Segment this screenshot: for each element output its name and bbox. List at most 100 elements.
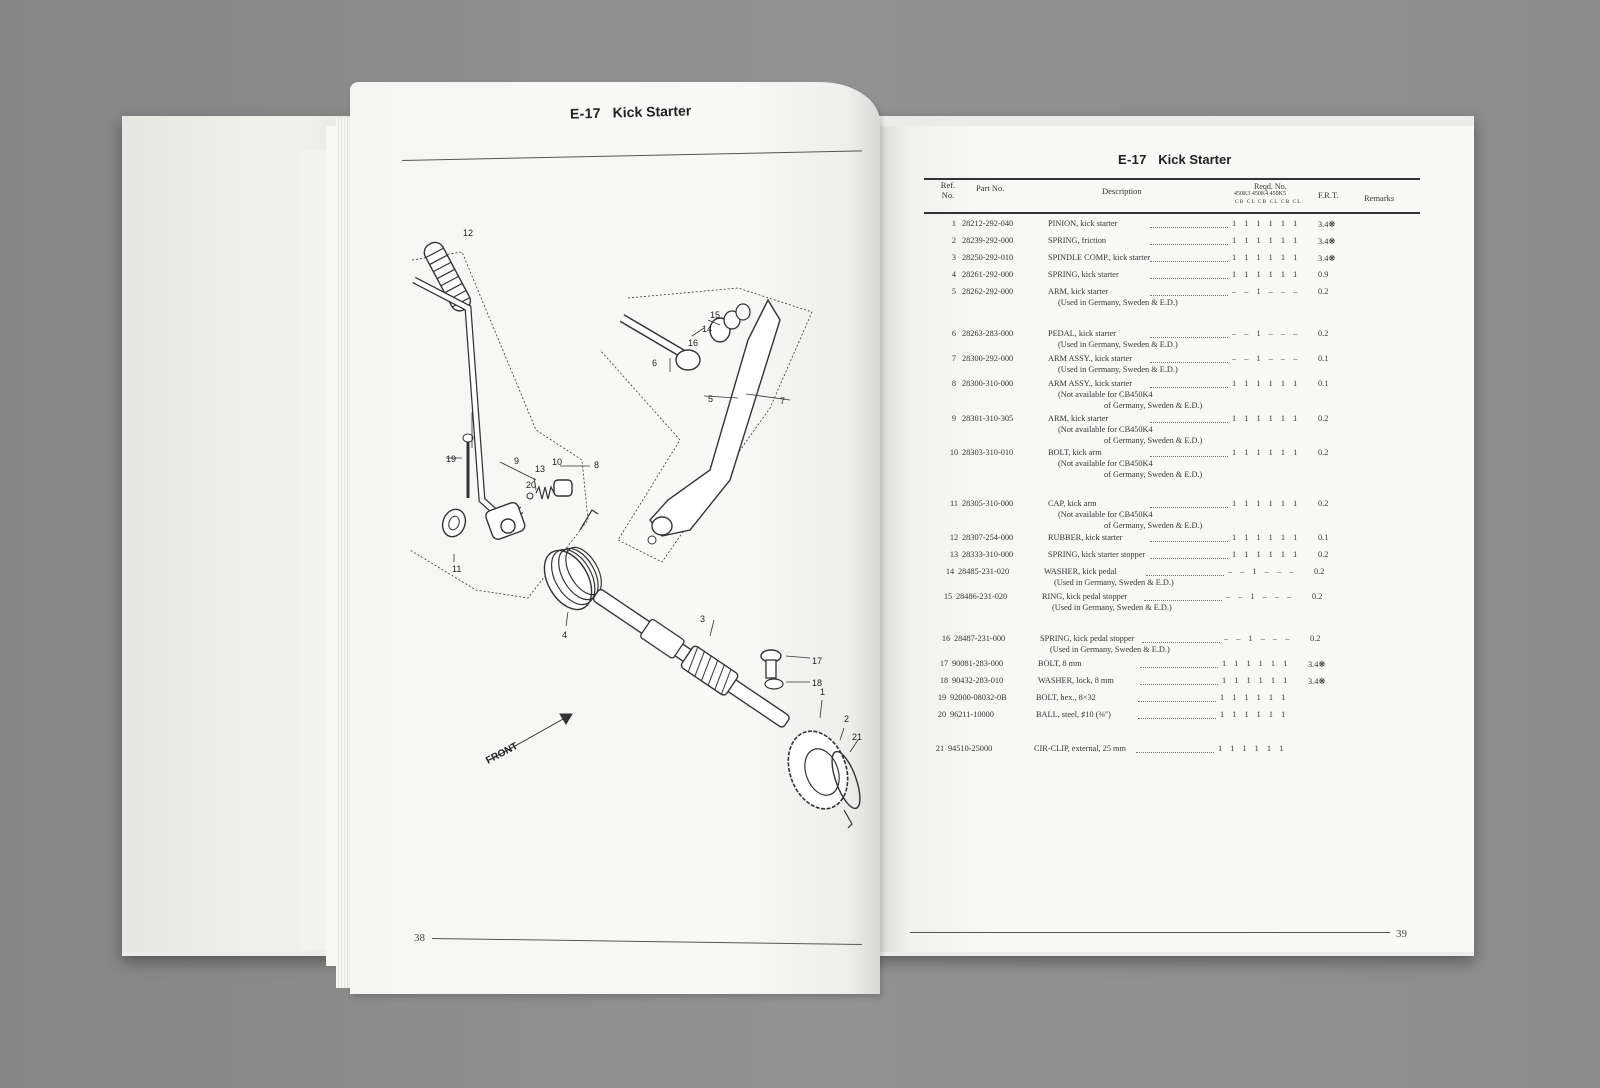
- section-title: Kick Starter: [612, 102, 692, 121]
- quantity-cell: 1 1 1 1 1 1: [1222, 676, 1291, 685]
- leader-dots: [1144, 600, 1222, 601]
- leader-dots: [1146, 575, 1224, 576]
- part-number-cell: 28305-310-000: [962, 499, 1014, 508]
- quantity-cell: 1 1 1 1 1 1: [1222, 659, 1291, 668]
- ref-cell: 11: [950, 499, 958, 508]
- description-cell: PINION, kick starter: [1048, 219, 1118, 228]
- leader-dots: [1138, 701, 1216, 702]
- part-number-cell: 28486-231-020: [956, 592, 1008, 601]
- table-top-rule: [924, 178, 1420, 180]
- ref-cell: 18: [939, 676, 949, 685]
- description-cell: RUBBER, kick starter: [1048, 533, 1123, 542]
- part-number-cell: 28301-310-305: [962, 414, 1014, 423]
- quantity-cell: 1 1 1 1 1 1: [1232, 499, 1301, 508]
- description-cell: ARM, kick starter: [1048, 287, 1109, 296]
- leader-dots: [1150, 422, 1228, 423]
- quantity-cell: 1 1 1 1 1 1: [1232, 550, 1301, 559]
- frt-cell: 0.2: [1318, 287, 1329, 296]
- frt-cell: 0.2: [1318, 499, 1329, 508]
- description-cell: BOLT, hex., 8×32: [1036, 693, 1096, 702]
- callout-8: 8: [594, 460, 599, 470]
- part-number-cell: 28261-292-000: [962, 270, 1014, 279]
- footer-rule-right: [910, 932, 1390, 933]
- leader-dots: [1150, 227, 1228, 228]
- row-note: (Used in Germany, Sweden & E.D.): [1058, 365, 1178, 374]
- exploded-parts-diagram: 12 19 9 13 20 10 8 11 15 14 16 6 5 7 4 3…: [409, 228, 862, 829]
- ref-cell: 13: [949, 550, 959, 559]
- quantity-cell: 1 1 1 1 1 1: [1232, 219, 1301, 228]
- frt-cell: 0.2: [1318, 550, 1329, 559]
- row-note: (Used in Germany, Sweden & E.D.): [1054, 578, 1174, 587]
- ref-cell: 7: [951, 354, 957, 363]
- leader-dots: [1140, 667, 1218, 668]
- frt-cell: 0.1: [1318, 533, 1329, 542]
- description-cell: RING, kick pedal stopper: [1042, 592, 1128, 601]
- part-number-cell: 28303-310-010: [962, 448, 1014, 457]
- ref-cell: 3: [951, 253, 957, 262]
- description-cell: WASHER, kick pedal: [1044, 567, 1117, 576]
- row-note: of Germany, Sweden & E.D.): [1104, 470, 1203, 479]
- part-number-cell: 28250-292-010: [962, 253, 1014, 262]
- ref-cell: 8: [951, 379, 957, 388]
- frt-cell: 3.4❋: [1308, 660, 1326, 669]
- part-number-cell: 90081-283-000: [952, 659, 1004, 668]
- description-cell: BOLT, 8 mm: [1038, 659, 1082, 668]
- row-note: of Germany, Sweden & E.D.): [1104, 436, 1203, 445]
- callout-5: 5: [708, 394, 713, 404]
- description-cell: SPINDLE COMP., kick starter: [1048, 253, 1151, 262]
- table-header-rule: [924, 212, 1420, 214]
- ref-cell: 4: [951, 270, 957, 279]
- col-ref: Ref. No.: [936, 180, 960, 200]
- row-note: of Germany, Sweden & E.D.): [1104, 401, 1203, 410]
- quantity-cell: 1 1 1 1 1 1: [1218, 744, 1287, 753]
- description-cell: ARM ASSY., kick starter: [1048, 354, 1132, 363]
- leader-dots: [1150, 295, 1228, 296]
- part-number-cell: 28212-292-040: [962, 219, 1014, 228]
- frt-cell: 0.1: [1318, 354, 1329, 363]
- quantity-cell: 1 1 1 1 1 1: [1232, 379, 1301, 388]
- part-number-cell: 92000-08032-0B: [950, 693, 1007, 702]
- ref-cell: 2: [951, 236, 957, 245]
- left-page-header: E-17 Kick Starter: [570, 102, 692, 121]
- frt-cell: 0.2: [1314, 567, 1325, 576]
- frt-cell: 0.2: [1310, 634, 1321, 643]
- ref-cell: 14: [945, 567, 955, 576]
- quantity-cell: – – 1 – – –: [1228, 567, 1297, 576]
- description-cell: SPRING, friction: [1048, 236, 1107, 245]
- quantity-cell: 1 1 1 1 1 1: [1232, 414, 1301, 423]
- ref-cell: 10: [949, 448, 959, 457]
- quantity-cell: 1 1 1 1 1 1: [1220, 693, 1289, 702]
- part-number-cell: 28300-310-000: [962, 379, 1014, 388]
- ref-cell: 21: [935, 744, 945, 753]
- frt-cell: 3.4❋: [1318, 254, 1336, 263]
- quantity-cell: – – 1 – – –: [1224, 634, 1293, 643]
- callout-12: 12: [463, 228, 473, 238]
- col-remarks: Remarks: [1364, 193, 1395, 203]
- col-reqd: Reqd. No.: [1254, 182, 1287, 191]
- callout-2: 2: [844, 714, 849, 724]
- callout-20: 20: [526, 480, 536, 490]
- frt-cell: 0.1: [1318, 379, 1329, 388]
- leader-dots: [1138, 718, 1216, 719]
- callout-17: 17: [812, 656, 822, 666]
- table-row: 17 90081-283-000 BOLT, 8 mm 1 1 1 1 1 1 3.4❋: [0, 659, 1325, 671]
- part-number-cell: 90432-283-010: [952, 676, 1004, 685]
- col-frt: F.R.T.: [1318, 190, 1339, 200]
- callout-4: 4: [562, 630, 567, 640]
- part-number-cell: 28300-292-000: [962, 354, 1014, 363]
- part-number-cell: 28263-283-000: [962, 329, 1014, 338]
- quantity-cell: – – 1 – – –: [1226, 592, 1295, 601]
- callout-11: 11: [452, 564, 461, 574]
- ref-cell: 5: [951, 287, 957, 296]
- description-cell: BALL, steel, ♯10 (⅜″): [1036, 710, 1111, 719]
